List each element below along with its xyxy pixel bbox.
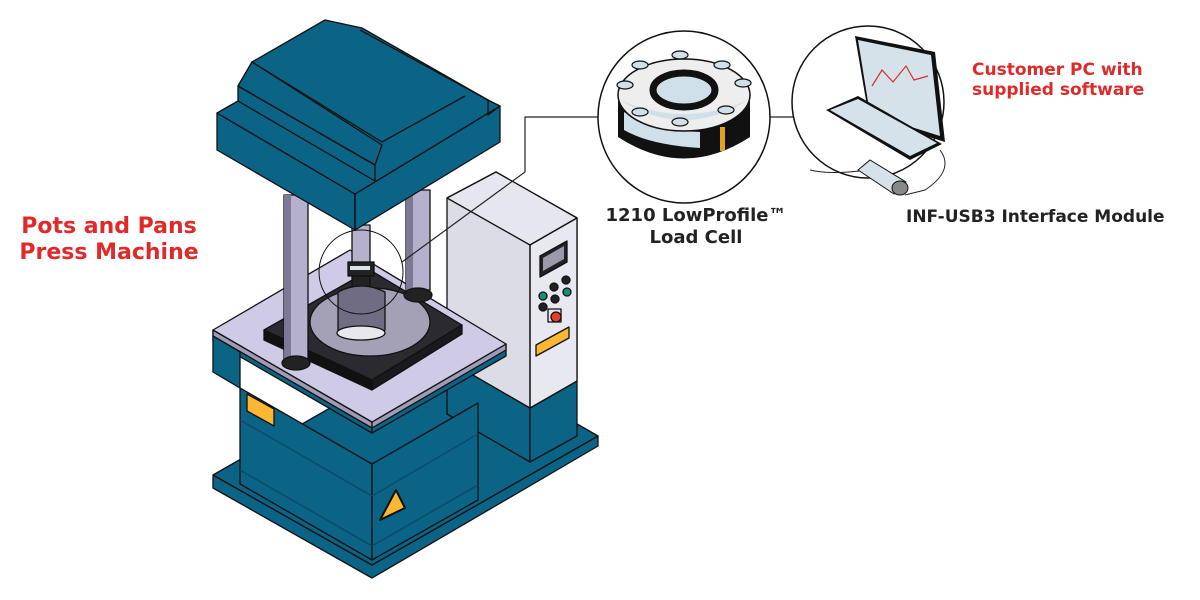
- pc-callout: [791, 25, 946, 196]
- hazard-triangle-icon: [379, 489, 406, 521]
- load-cell-label-line-2: Load Cell: [649, 226, 743, 248]
- press-machine-label-line-1: Pots and Pans: [21, 214, 197, 239]
- press-machine: [212, 19, 599, 579]
- load-cell-callout: [597, 30, 771, 204]
- press-machine-label: Pots and Pans Press Machine: [14, 214, 204, 267]
- interface-module-label: INF-USB3 Interface Module: [906, 207, 1165, 227]
- customer-pc-label: Customer PC with supplied software: [972, 60, 1144, 101]
- crosshead-top: [216, 19, 501, 195]
- customer-pc-label-line-2: supplied software: [972, 80, 1145, 101]
- load-cell-label-line-1: 1210 LowProfile™: [605, 205, 787, 226]
- load-cell-callout-circle: [318, 229, 404, 315]
- emergency-stop-icon: [550, 311, 562, 323]
- usb-module-icon: [857, 159, 909, 196]
- customer-pc-label-line-1: Customer PC with: [972, 60, 1143, 80]
- chart-line-icon: [871, 64, 929, 87]
- press-machine-label-line-2: Press Machine: [19, 240, 199, 266]
- load-cell-label: 1210 LowProfile™ Load Cell: [596, 205, 796, 248]
- callout-line-machine-to-cell: [401, 116, 600, 263]
- ram-rod: [351, 224, 371, 266]
- cabinet-warning-plate: [535, 326, 570, 357]
- control-button: [549, 282, 559, 292]
